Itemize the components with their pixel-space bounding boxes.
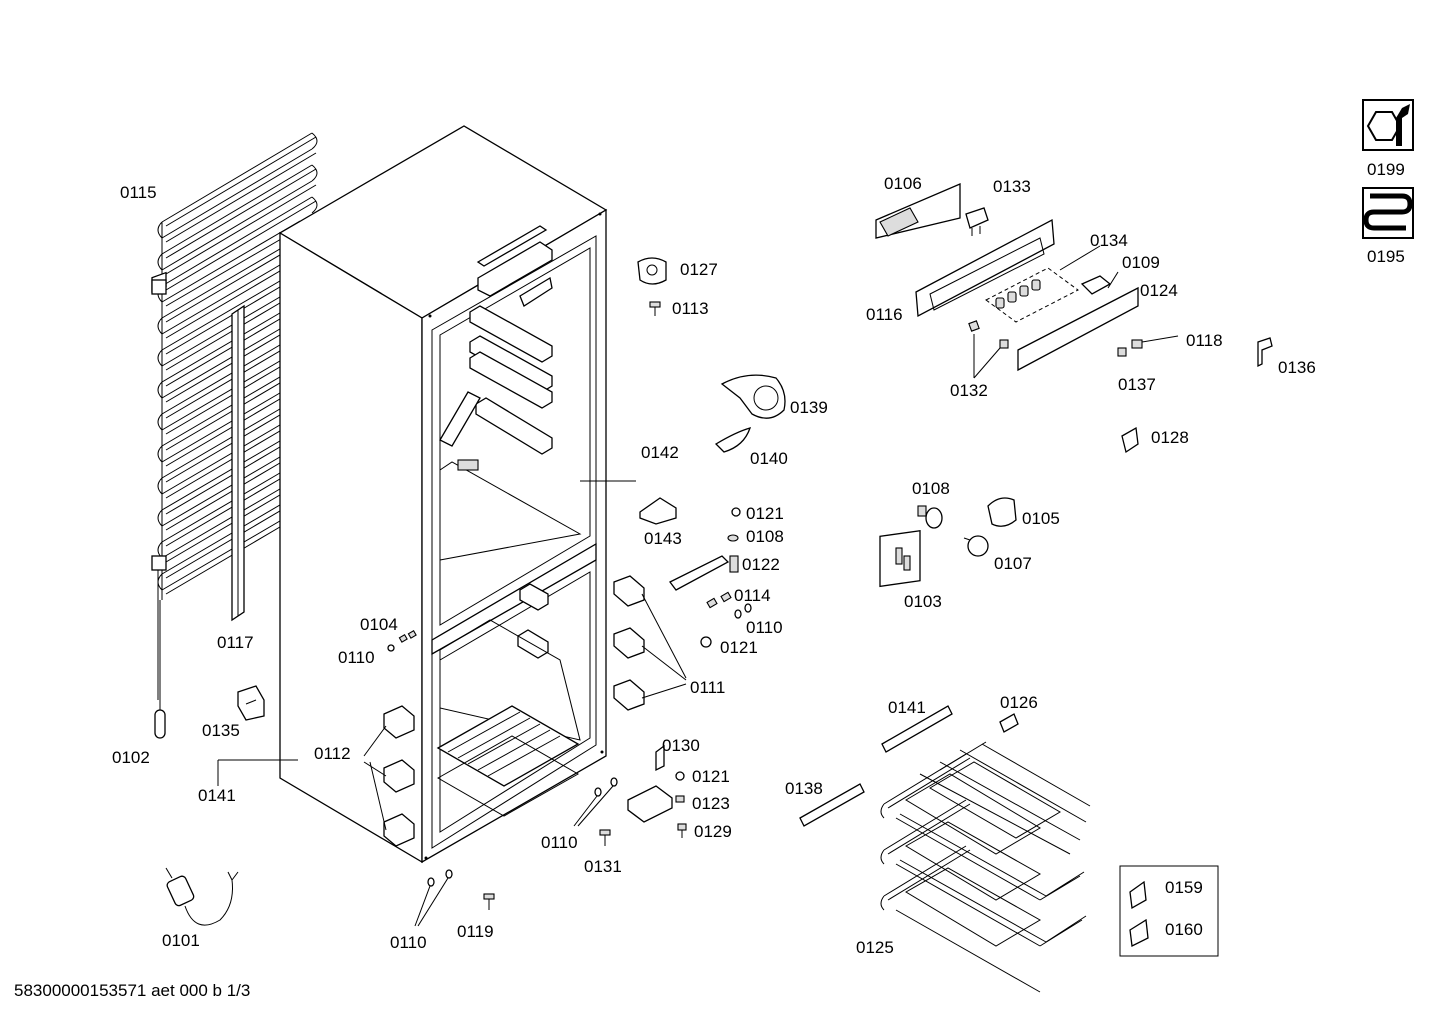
part-label: 0125 [856,938,894,957]
part-0143 [639,497,677,525]
part-label: 0122 [742,555,780,574]
part-label: 0127 [680,260,718,279]
part-label: 0103 [904,592,942,611]
part-label: 0124 [1140,281,1178,300]
part-label: 0105 [1022,509,1060,528]
part-label: 0126 [1000,693,1038,712]
part-label: 0112 [314,744,351,763]
part-label: 0116 [866,305,903,324]
part-label: 0195 [1367,247,1405,266]
bracket-0117 [231,304,245,622]
part-label: 0159 [1165,878,1203,897]
part-label: 0111 [690,678,725,697]
screw-0119 [483,893,495,910]
part-label: 0107 [994,554,1032,573]
part-label: 0142 [641,443,679,462]
part-label: 0113 [672,299,709,318]
part-label: 0101 [162,931,200,950]
part-label: 0108 [912,479,950,498]
part-label: 0109 [1122,253,1160,272]
supports-0112 [217,705,415,847]
part-label: 0129 [694,822,732,841]
part-label: 0140 [750,449,788,468]
drain-tube-0102 [154,600,166,739]
part-label: 0110 [338,648,375,667]
rings-0110 [414,777,618,927]
cabinet-body [278,125,636,864]
evaporator-coil-0125 [880,741,1091,993]
part-label: 0134 [1090,231,1128,250]
part-label: 0123 [692,794,730,813]
rods [799,705,1019,827]
part-label: 0110 [746,618,783,637]
part-label: 0121 [720,638,758,657]
part-label: 0102 [112,748,150,767]
part-label: 0130 [662,736,700,755]
part-label: 0160 [1165,920,1203,939]
screw-0131 [599,829,611,846]
part-label: 0104 [360,615,398,634]
part-label: 0106 [884,174,922,193]
part-label: 0139 [790,398,828,417]
part-label: 0110 [541,833,578,852]
control-panel-group [875,183,1273,454]
part-label: 0118 [1186,331,1223,350]
part-label: 0133 [993,177,1031,196]
power-cord-0101 [165,867,239,926]
part-label: 0141 [888,698,926,717]
part-label: 0138 [785,779,823,798]
part-label: 0117 [217,633,254,652]
clip-0135 [237,685,265,721]
fan-cover-0139 [714,374,786,453]
box-0159-0160 [1119,865,1219,957]
part-label: 0114 [734,586,771,605]
part-label: 0136 [1278,358,1316,377]
part-label: 0143 [644,529,682,548]
part-label: 0121 [746,504,784,523]
part-label: 0132 [950,381,988,400]
part-label: 0115 [120,183,157,202]
part-label: 0119 [457,922,494,941]
part-0127 [637,257,667,316]
part-label: 0131 [584,857,622,876]
part-label: 0199 [1367,160,1405,179]
part-label: 0121 [692,767,730,786]
caps-0111 [613,575,687,711]
part-label: 0137 [1118,375,1156,394]
part-label: 0141 [198,786,236,805]
lamp-group [879,497,1017,588]
screws-0104 [387,630,417,652]
part-label: 0110 [390,933,427,952]
condenser-coil-0115 [151,132,318,700]
coil-icon [1362,187,1414,239]
hinge-group [627,507,752,838]
part-label: 0108 [746,527,784,546]
document-footer: 58300000153571 aet 000 b 1/3 [14,981,251,1000]
part-label: 0128 [1151,428,1189,447]
part-label: 0135 [202,721,240,740]
wrench-icon [1362,99,1414,151]
